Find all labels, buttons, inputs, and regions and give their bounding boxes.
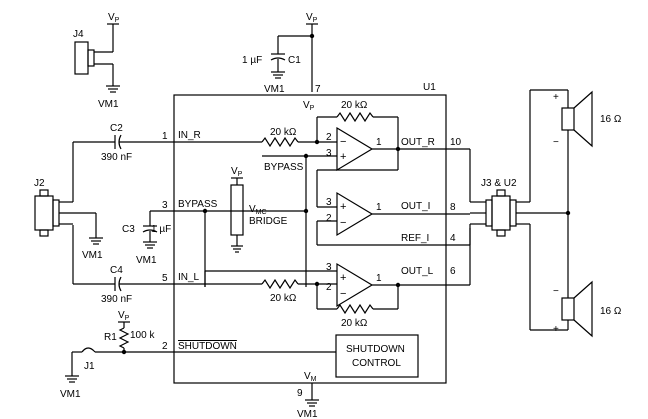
speaker-top-impedance: 16 Ω [600,114,622,125]
c3-value: 1 µF [151,224,171,235]
opamp-middle-pin2: 2 [326,213,332,224]
c2-label: C2 [110,123,123,134]
pin-5: 5 [162,273,168,284]
r-fb-right-value: 20 kΩ [341,100,368,111]
svg-text:−: − [340,217,346,229]
c3-capacitor [142,210,174,249]
svg-text:+: + [340,151,346,163]
bridge-label: BRIDGE [249,216,288,227]
c2-capacitor [72,134,174,200]
c2-value: 390 nF [101,152,132,163]
j4-vm1-label: VM1 [98,99,119,110]
pin-8: 8 [450,202,456,213]
c1-capacitor [270,23,318,92]
r-fb-left [336,303,374,315]
r-fb-right [336,111,374,123]
ref-i-label: REF_I [401,233,429,244]
out-i-label: OUT_I [401,201,430,212]
j1-vm1-label: VM1 [60,389,81,400]
r1-vp-label: VP [118,310,130,322]
c1-vp-label: VP [306,12,318,24]
c1-label: C1 [288,55,301,66]
c4-label: C4 [110,265,123,276]
opamp-left: + − [336,262,398,308]
shutdown-control-block [335,334,419,378]
j1-jumper [65,347,96,383]
opamp-left-pin3: 3 [326,262,332,273]
j3-u2-connector [469,89,568,331]
in-r-label: IN_R [178,130,201,141]
r-in-r [261,136,299,148]
svg-text:−: − [340,288,346,300]
u1-vm-label: VM [304,371,317,383]
in-l-label: IN_L [178,272,200,283]
speaker-bottom-minus: − [553,286,559,297]
speaker-bottom [561,213,593,338]
j4-connector [74,23,120,93]
out-l-label: OUT_L [401,266,434,277]
j4-label: J4 [73,29,84,40]
pin-3: 3 [162,200,168,211]
c4-value: 390 nF [101,294,132,305]
pin-1: 1 [162,131,168,142]
vmc-label: VMC [249,204,267,216]
r-in-l-value: 20 kΩ [270,293,297,304]
pin-2: 2 [162,341,168,352]
pin-10: 10 [450,137,462,148]
c1-value: 1 µF [242,55,262,66]
u1-label: U1 [423,82,436,93]
opamp-middle: + − [336,191,470,237]
speaker-top [561,90,593,213]
opamp-right: − + [336,126,398,172]
shutdown-label: SHUTDOWN [178,341,237,352]
opamp-middle-pin3: 3 [326,197,332,208]
svg-text:+: + [340,272,346,284]
j2-connector [34,189,103,245]
opamp-left-pin2: 2 [326,282,332,293]
svg-text:−: − [340,136,346,148]
pin-7: 7 [315,84,321,95]
j2-label: J2 [34,178,45,189]
j3-u2-label: J3 & U2 [481,178,517,189]
r-in-l [261,278,299,290]
r1-resistor [118,327,130,349]
c1-vm1-label: VM1 [264,84,285,95]
shutdown-control-line2: CONTROL [352,358,401,369]
pin-4: 4 [450,233,456,244]
r-in-r-value: 20 kΩ [270,127,297,138]
r1-value: 100 k [130,330,155,341]
u1-vm1-label: VM1 [297,409,318,419]
out-r-label: OUT_R [401,137,435,148]
c3-vm1-label: VM1 [136,255,157,266]
opamp-right-pin2: 2 [326,132,332,143]
c4-capacitor [72,225,174,292]
speaker-top-plus: + [553,92,559,103]
speaker-bottom-plus: + [553,324,559,335]
svg-text:+: + [340,201,346,213]
pin-6: 6 [450,266,456,277]
c3-label: C3 [122,224,135,235]
j1-label: J1 [84,361,95,372]
pin-9: 9 [297,388,303,399]
vmc-bridge-block [230,184,244,236]
j4-vp-label: VP [108,12,120,24]
vmc-vp-label: VP [231,166,243,178]
u1-vp-label: VP [303,100,315,112]
u1-chip-outline [173,94,447,384]
bypass-label: BYPASS [178,199,218,210]
speaker-bottom-impedance: 16 Ω [600,306,622,317]
bypass-label-2: BYPASS [264,162,304,173]
r-fb-left-value: 20 kΩ [341,318,368,329]
r1-label: R1 [104,332,117,343]
opamp-left-pin1: 1 [376,273,382,284]
speaker-top-minus: − [553,137,559,148]
opamp-middle-pin1: 1 [376,202,382,213]
opamp-right-pin3: 3 [326,148,332,159]
j2-vm1-label: VM1 [82,250,103,261]
shutdown-control-line1: SHUTDOWN [346,344,405,355]
opamp-right-pin1: 1 [376,137,382,148]
